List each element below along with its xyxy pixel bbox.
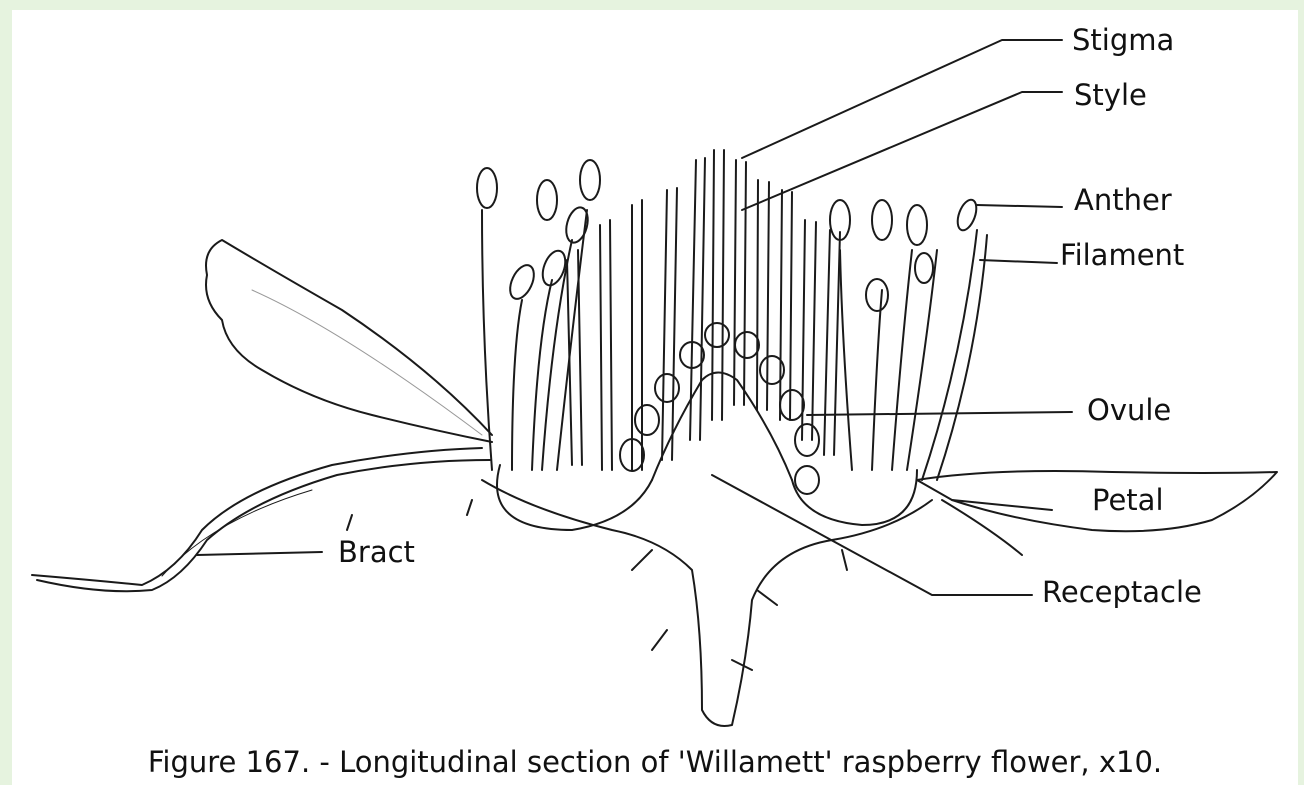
label-filament: Filament	[1060, 238, 1184, 272]
leader-lines	[197, 40, 1072, 595]
label-stigma: Stigma	[1072, 23, 1174, 57]
ovule-leader	[807, 412, 1072, 415]
bract-drawing	[32, 448, 490, 591]
label-ovule: Ovule	[1087, 393, 1171, 427]
stigma-leader	[742, 40, 1062, 158]
label-petal: Petal	[1092, 483, 1164, 517]
label-bract: Bract	[338, 535, 415, 569]
figure-caption: Figure 167. - Longitudinal section of 'W…	[148, 745, 1162, 779]
anther-leader	[977, 205, 1062, 207]
label-anther: Anther	[1074, 183, 1172, 217]
sepal-drawing	[206, 240, 492, 442]
stamens-right	[830, 197, 987, 480]
pistils	[567, 150, 840, 470]
receptacle-drawing	[482, 373, 932, 727]
filament-leader	[980, 260, 1057, 263]
label-receptacle: Receptacle	[1042, 575, 1202, 609]
bract-leader	[197, 552, 322, 555]
receptacle-leader	[712, 475, 1032, 595]
label-style: Style	[1074, 78, 1147, 112]
figure-panel: Stigma Style Anther Filament Ovule Petal…	[12, 10, 1298, 785]
style-leader	[742, 92, 1062, 210]
flower-diagram: Stigma Style Anther Filament Ovule Petal…	[12, 10, 1298, 785]
